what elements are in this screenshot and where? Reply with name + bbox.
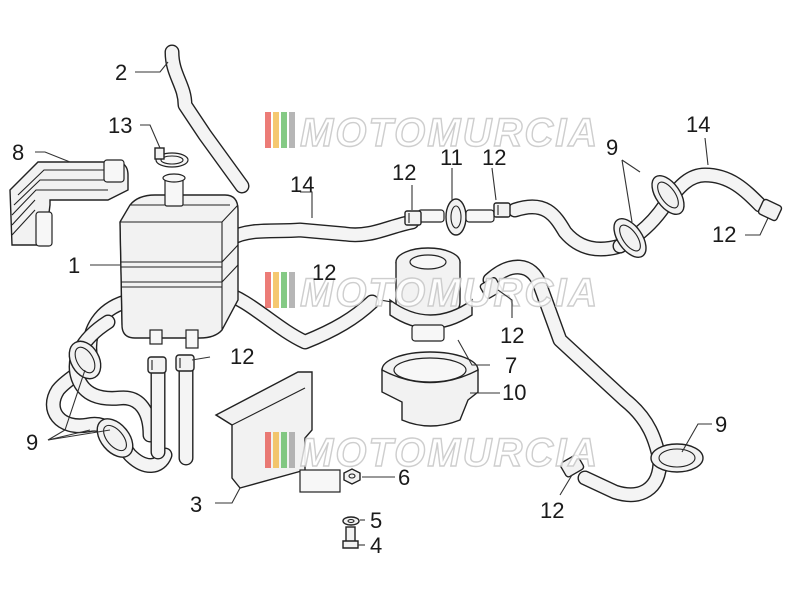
part-12-clips <box>147 198 783 478</box>
clip-12c <box>757 198 783 222</box>
part-3-plate <box>214 371 341 493</box>
callout-12g: 12 <box>540 498 564 523</box>
callout-12f: 12 <box>500 323 524 348</box>
callout-13: 13 <box>108 113 132 138</box>
part-7-valve <box>379 247 473 342</box>
callout-1: 1 <box>68 253 80 278</box>
callout-10: 10 <box>502 380 526 405</box>
clamp-9-right <box>650 443 704 473</box>
callout-12a: 12 <box>392 160 416 185</box>
callout-14a: 14 <box>290 172 314 197</box>
clamp-9-top-a <box>613 218 647 258</box>
clip-12g <box>559 454 585 478</box>
wm-stripe <box>273 112 279 148</box>
part-10-collar <box>381 351 479 427</box>
part-9-clamps <box>68 175 704 473</box>
wm-stripe <box>265 272 271 308</box>
clip-12a <box>404 210 422 226</box>
clip-12d <box>147 356 167 374</box>
callout-9b: 9 <box>26 430 38 455</box>
part-5-washer <box>342 516 360 526</box>
callout-5: 5 <box>370 508 382 533</box>
callout-7: 7 <box>505 353 517 378</box>
callout-9c: 9 <box>715 412 727 437</box>
clip-12b <box>493 202 511 218</box>
watermark-text: MOTOMURCIA <box>300 271 599 315</box>
callout-6: 6 <box>398 465 410 490</box>
callout-4: 4 <box>370 533 382 558</box>
callout-11: 11 <box>440 145 463 170</box>
wm-stripe <box>281 112 287 148</box>
callout-3: 3 <box>190 492 202 517</box>
wm-stripe <box>273 272 279 308</box>
callout-labels: 2 1 8 13 14 12 11 12 9 14 12 12 12 12 7 … <box>12 60 736 558</box>
watermark-1: MOTOMURCIA <box>265 110 599 156</box>
hose-network <box>45 44 768 503</box>
callout-14b: 14 <box>686 112 710 137</box>
watermark-text: MOTOMURCIA <box>300 111 599 155</box>
watermark-3: MOTOMURCIA <box>265 430 599 476</box>
part-6-nut <box>343 468 361 485</box>
wm-stripe <box>289 432 295 468</box>
callout-8: 8 <box>12 140 24 165</box>
wm-stripe <box>281 272 287 308</box>
part-8-bracket <box>9 159 129 247</box>
leader-lines <box>35 61 769 546</box>
part-4-bolt <box>342 526 359 549</box>
wm-stripe <box>273 432 279 468</box>
callout-12d: 12 <box>230 344 254 369</box>
wm-stripe <box>265 432 271 468</box>
wm-stripe <box>265 112 271 148</box>
part-11-inline-filter <box>417 198 495 236</box>
callout-12e: 12 <box>312 260 336 285</box>
part-13-clamp <box>154 147 189 168</box>
part-1-canister <box>119 173 239 349</box>
callout-2: 2 <box>115 60 127 85</box>
watermark-2: MOTOMURCIA <box>265 270 599 316</box>
wm-stripe <box>289 112 295 148</box>
watermark-text: MOTOMURCIA <box>300 431 599 475</box>
clamp-9-left-a <box>68 340 102 380</box>
callout-12c: 12 <box>712 222 736 247</box>
callout-12b: 12 <box>482 145 506 170</box>
callout-9a: 9 <box>606 135 618 160</box>
clamp-9-left-b <box>96 418 134 458</box>
clamp-9-top-b <box>651 175 685 215</box>
clip-12e <box>175 354 195 372</box>
clip-12f <box>479 276 503 300</box>
wm-stripe <box>281 432 287 468</box>
wm-stripe <box>289 272 295 308</box>
